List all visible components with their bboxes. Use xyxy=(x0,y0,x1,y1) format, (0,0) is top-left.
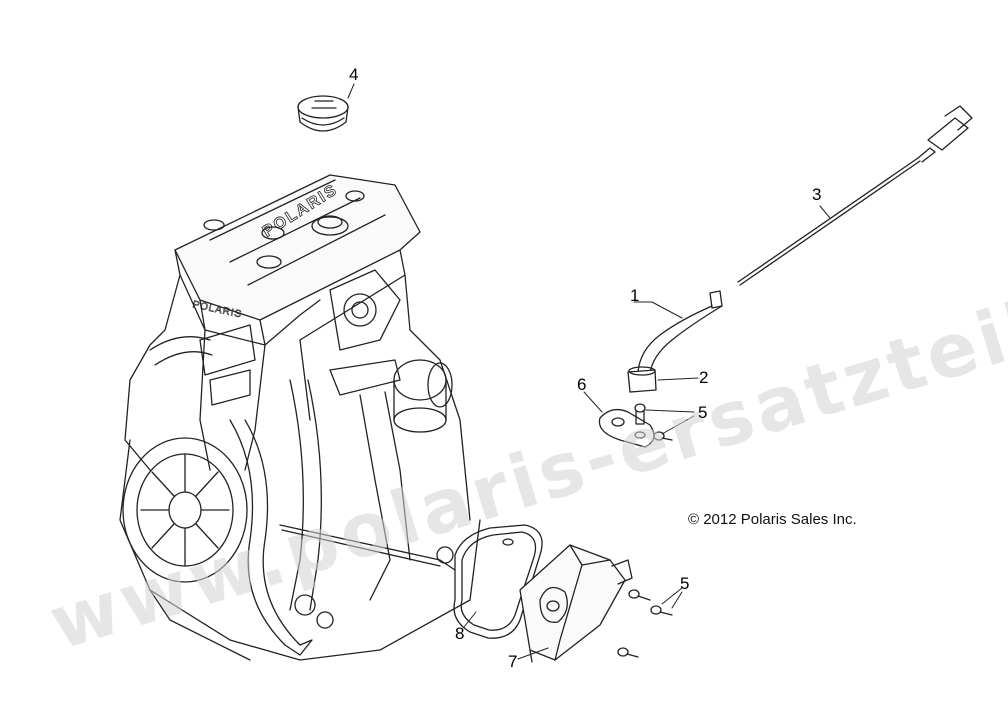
callout-2: 2 xyxy=(699,368,709,387)
part-3-dipstick xyxy=(737,105,973,286)
leader-lines xyxy=(347,83,831,660)
part-1-fill-tube xyxy=(627,290,723,393)
callout-7: 7 xyxy=(508,652,518,671)
copyright-notice: © 2012 Polaris Sales Inc. xyxy=(688,511,857,528)
engine-assembly xyxy=(119,174,481,661)
callout-1: 1 xyxy=(630,286,640,305)
part-7-breather-cover xyxy=(519,544,633,663)
part-5-bolts-lower xyxy=(617,589,673,658)
callout-3: 3 xyxy=(812,185,822,204)
callout-5-lower: 5 xyxy=(680,574,690,593)
callout-5-upper: 5 xyxy=(698,403,708,422)
part-8-gasket xyxy=(453,524,543,639)
callout-6: 6 xyxy=(577,375,587,394)
part-5-bolts-upper xyxy=(634,403,673,441)
part-4-oil-fill-cap xyxy=(297,95,349,132)
callout-8: 8 xyxy=(455,624,465,643)
part-6-flange-gasket xyxy=(598,408,655,448)
callout-4: 4 xyxy=(349,65,359,84)
